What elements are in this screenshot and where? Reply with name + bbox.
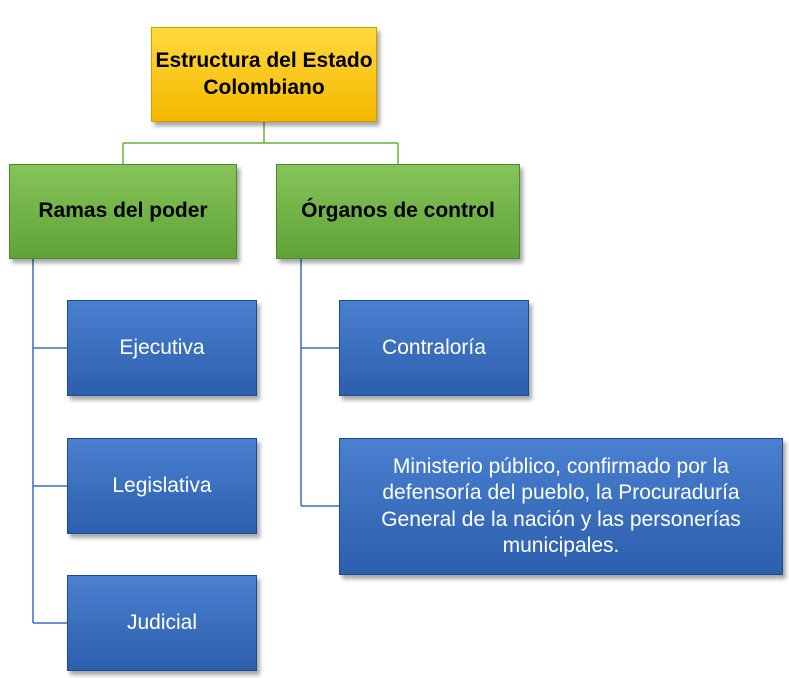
connector-left-tree [32,259,67,624]
root-node: Estructura del Estado Colombiano [151,27,377,122]
leaf-node-judicial: Judicial [67,575,257,671]
branch-node-ramas: Ramas del poder [9,164,237,259]
connector-root-branches [122,122,399,164]
leaf-node-contraloria: Contraloría [339,300,529,396]
leaf-node-legislativa: Legislativa [67,438,257,534]
leaf-node-ministerio-publico: Ministerio público, confirmado por la de… [339,438,783,575]
root-node-label: Estructura del Estado Colombiano [155,49,373,99]
leaf-node-label: Legislativa [112,473,212,497]
leaf-node-label: Judicial [126,610,198,634]
leaf-node-ejecutiva: Ejecutiva [67,300,257,396]
leaf-node-label: Ejecutiva [119,335,205,359]
leaf-node-label: Ministerio público, confirmado por la de… [381,455,741,557]
branch-node-label: Ramas del poder [38,199,208,223]
branch-node-organos: Órganos de control [276,164,520,259]
branch-node-label: Órganos de control [301,199,495,223]
connector-right-tree [300,259,339,507]
leaf-node-label: Contraloría [382,335,486,359]
